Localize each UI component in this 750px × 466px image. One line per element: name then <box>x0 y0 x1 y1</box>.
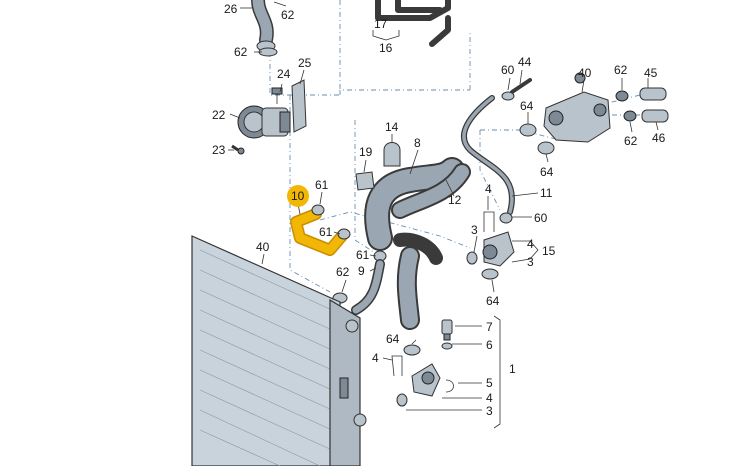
callout-61: 61 <box>319 225 333 239</box>
o-ring-64-lower <box>403 344 421 356</box>
callout-64: 64 <box>540 165 554 179</box>
callout-40: 40 <box>256 240 270 254</box>
callout-3: 3 <box>486 404 493 418</box>
hose-45 <box>615 87 667 102</box>
connector-1 <box>411 363 441 397</box>
callout-61: 61 <box>356 248 370 262</box>
o-rings-64-top <box>519 123 555 155</box>
callout-labels: 26 62 17 16 62 24 25 22 23 44 60 40 62 4… <box>212 2 666 418</box>
bolt-24 <box>271 87 283 104</box>
callout-62: 62 <box>281 8 295 22</box>
callout-64: 64 <box>486 294 500 308</box>
assembly-lines <box>269 0 641 293</box>
callout-3: 3 <box>471 223 478 237</box>
o-ring-3-upper <box>466 251 478 265</box>
callout-62: 62 <box>614 63 628 77</box>
callout-64: 64 <box>386 332 400 346</box>
callout-4: 4 <box>372 351 379 365</box>
o-ring-64-mid <box>481 268 499 280</box>
clamp-14 <box>383 142 401 167</box>
callout-12: 12 <box>448 193 462 207</box>
callout-60: 60 <box>534 211 548 225</box>
callout-10-highlight <box>287 185 309 207</box>
radiator-40 <box>191 235 367 466</box>
bracket-4-lower <box>391 355 403 377</box>
hose-46 <box>623 109 669 123</box>
pipe-44 <box>510 78 532 94</box>
hose-lower-main <box>393 232 443 330</box>
callout-5: 5 <box>486 376 493 390</box>
callout-3: 3 <box>527 255 534 269</box>
callout-7: 7 <box>486 320 493 334</box>
callout-24: 24 <box>277 67 291 81</box>
clamp-19 <box>355 171 375 191</box>
sensor-7 <box>441 319 453 341</box>
callout-14: 14 <box>385 120 399 134</box>
hose-26 <box>251 0 276 52</box>
hose-8 <box>364 157 465 251</box>
callout-22: 22 <box>212 108 226 122</box>
callout-1: 1 <box>509 362 516 376</box>
callout-17: 17 <box>374 17 388 31</box>
hose-12 <box>391 163 471 219</box>
clamp-60-top <box>501 91 515 101</box>
callout-8: 8 <box>414 136 421 150</box>
callout-4: 4 <box>486 391 493 405</box>
callout-10: 10 <box>291 189 305 203</box>
bracket-4-upper <box>483 211 495 232</box>
clamps-61 <box>311 204 387 262</box>
callout-62: 62 <box>234 45 248 59</box>
callout-40: 40 <box>578 66 592 80</box>
clip-5 <box>445 379 454 393</box>
callout-16: 16 <box>379 41 393 55</box>
pipe-17 <box>375 0 451 47</box>
hose-9 <box>351 259 385 315</box>
bracket-25 <box>291 79 307 133</box>
callout-6: 6 <box>486 338 493 352</box>
callout-46: 46 <box>652 131 666 145</box>
o-ring-6 <box>441 342 453 350</box>
callout-26: 26 <box>224 2 238 16</box>
callout-19: 19 <box>359 145 373 159</box>
callout-15: 15 <box>542 244 556 258</box>
callout-62: 62 <box>624 134 638 148</box>
callout-60: 60 <box>501 63 515 77</box>
callout-11: 11 <box>540 186 553 200</box>
clamp-60-right <box>499 212 513 224</box>
o-ring-3-lower <box>396 393 408 407</box>
callout-25: 25 <box>298 56 312 70</box>
leader-lines <box>228 1 659 429</box>
callout-4: 4 <box>485 182 492 196</box>
callout-23: 23 <box>212 143 226 157</box>
callout-9: 9 <box>358 264 365 278</box>
callout-64: 64 <box>520 99 534 113</box>
callout-44: 44 <box>518 55 532 69</box>
hose-11 <box>461 95 515 215</box>
connector-15 <box>482 231 515 267</box>
bolt-23 <box>231 144 245 155</box>
callout-45: 45 <box>644 66 658 80</box>
thermostat-housing-40 <box>543 72 611 143</box>
callout-4: 4 <box>527 237 534 251</box>
aux-water-pump-22 <box>237 105 291 139</box>
callout-62: 62 <box>336 265 350 279</box>
callout-61: 61 <box>315 178 329 192</box>
hose-10-highlighted <box>290 208 348 256</box>
